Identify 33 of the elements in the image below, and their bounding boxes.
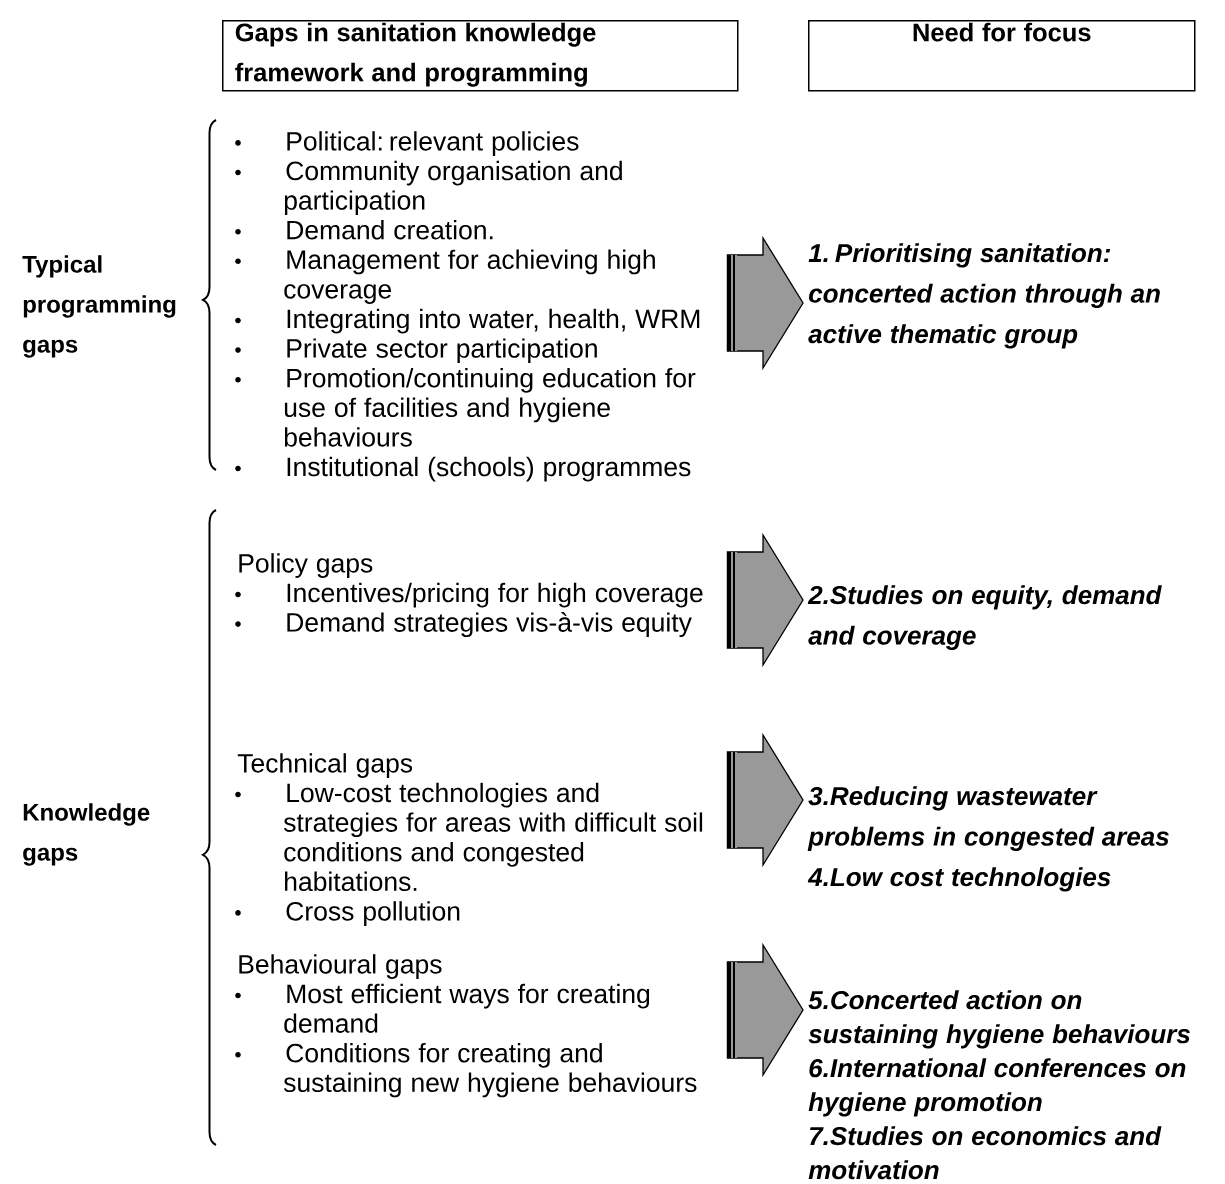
node-label: Promotion/continuing education for use of facilities and hygiene behaviours <box>284 367 696 447</box>
node-label: Demand creation. <box>287 219 493 240</box>
node-label: Private sector participation <box>287 338 597 364</box>
focus-text: 2.Studies on equity, demand and coverage <box>807 585 1162 650</box>
block-arrow <box>726 235 804 371</box>
block-arrow <box>726 732 804 868</box>
bullet-list: Political: relevant policies Community organisation and participation Demand creation. Management for achieving high coverage Integrating into water, health, WRM Private sector participation Promotion/continuing education for use of facilities and hygiene behaviours Institutional (schools) programmes <box>235 131 700 482</box>
bullet-list: Technical gaps Low-cost technologies and strategies for areas with difficult soil conditions and congested habitations. Cross pollution <box>235 753 703 926</box>
header-box: Need for focus <box>808 20 1196 92</box>
focus-text: 1. Prioritising sanitation: concerted action through an active thematic group <box>808 243 1160 349</box>
header-box: Gaps in sanitation knowledge framework and programming <box>222 20 739 92</box>
node-label: Most efficient ways for creating demand <box>284 983 650 1033</box>
node-label: Policy gaps <box>239 553 373 578</box>
bullet-list: Behavioural gaps Most efficient ways for creating demand Conditions for creating and sustaining new hygiene behaviours <box>235 954 697 1098</box>
focus-text: 3.Reducing wastewater problems in congested areas 4.Low cost technologies <box>807 786 1169 892</box>
node-label: Community organisation and participation <box>284 160 622 216</box>
block-arrow <box>726 942 804 1078</box>
node-label: Cross pollution <box>286 901 460 926</box>
row-label: Knowledge gaps <box>23 803 150 866</box>
node-label: Demand strategies vis-à-vis equity <box>287 612 692 638</box>
node-label: Technical gaps <box>237 753 413 778</box>
node-label: Incentives/pricing for high coverage <box>287 582 703 608</box>
bullet-list: Policy gaps Incentives/pricing for high coverage Demand strategies vis-à-vis equity <box>235 553 703 638</box>
focus-text: 5.Concerted action on sustaining hygiene behaviours 6.International conferences on hygiene promotion 7.Studies on economics and motivation <box>808 990 1190 1180</box>
node-label: Behavioural gaps <box>239 954 442 979</box>
node-label: Integrating into water, health, WRM <box>287 308 700 334</box>
node-label: Conditions for creating and sustaining new hygiene behaviours <box>283 1043 697 1098</box>
node-label: Management for achieving high coverage <box>284 249 655 304</box>
node-label: Institutional (schools) programmes <box>287 456 691 482</box>
block-arrow <box>726 532 804 668</box>
row-label: Typical programming gaps <box>22 255 176 358</box>
node-label: Low-cost technologies and strategies for areas with difficult soil conditions and congested habitations. <box>283 782 703 892</box>
node-label: Political: relevant policies <box>287 131 579 156</box>
